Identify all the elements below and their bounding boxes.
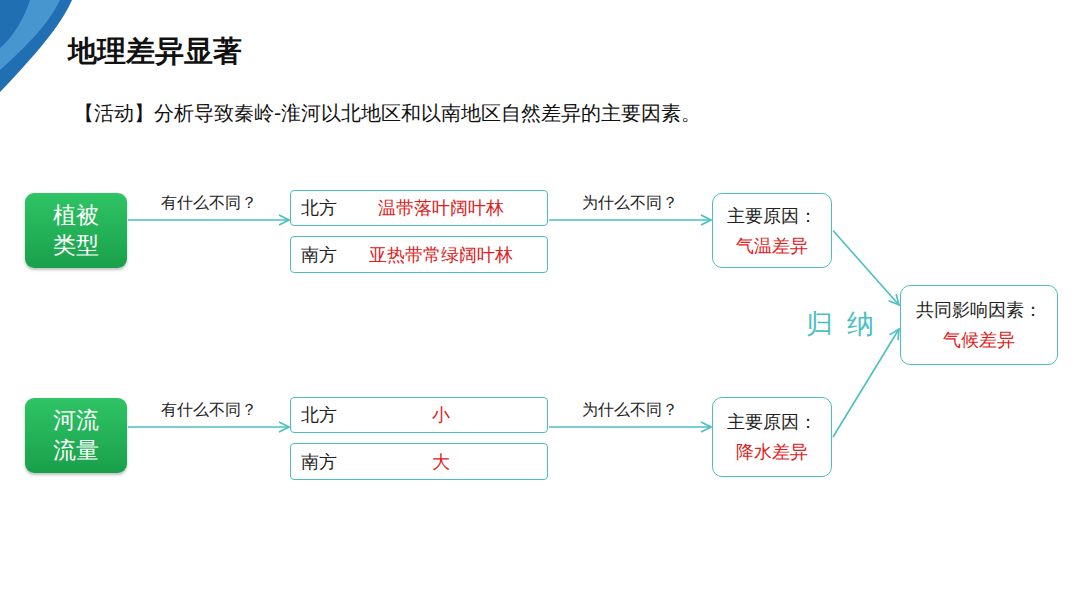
reason-heading: 共同影响因素：: [916, 298, 1042, 322]
edge-label: 为什么不同？: [580, 400, 680, 421]
category-box: 植被类型: [25, 193, 127, 268]
region-value: 大: [337, 450, 537, 474]
category-box: 河流流量: [25, 398, 127, 473]
connector-arrow: [549, 426, 711, 428]
category-name: 植被类型: [53, 201, 99, 261]
connector-arrow: [833, 329, 899, 437]
category-name: 河流流量: [53, 406, 99, 466]
connector-arrow: [833, 231, 899, 306]
region-value: 小: [337, 403, 537, 427]
region-name: 北方: [301, 403, 337, 427]
reason-value: 气候差异: [943, 328, 1015, 352]
reason-value: 气温差异: [736, 234, 808, 258]
region-value: 亚热带常绿阔叶林: [337, 243, 537, 267]
region-name: 南方: [301, 450, 337, 474]
reason-box: 主要原因： 降水差异: [712, 397, 832, 477]
edge-label: 为什么不同？: [580, 193, 680, 214]
reason-box: 主要原因： 气温差异: [712, 193, 832, 268]
activity-note: 【活动】分析导致秦岭-淮河以北地区和以南地区自然差异的主要因素。: [74, 100, 701, 127]
edge-label: 有什么不同？: [159, 400, 259, 421]
reason-box: 共同影响因素： 气候差异: [900, 285, 1058, 365]
region-name: 南方: [301, 243, 337, 267]
reason-heading: 主要原因：: [727, 410, 817, 434]
comparison-box: 南方亚热带常绿阔叶林: [290, 236, 548, 273]
edge-label: 有什么不同？: [159, 193, 259, 214]
connector-arrow: [128, 426, 289, 428]
reason-heading: 主要原因：: [727, 204, 817, 228]
connector-arrow: [549, 219, 711, 221]
corner-shape: [0, 0, 72, 92]
region-name: 北方: [301, 196, 337, 220]
comparison-box: 北方小: [290, 397, 548, 433]
summary-label: 归纳: [806, 306, 888, 342]
region-value: 温带落叶阔叶林: [337, 196, 537, 220]
corner-stripe: [0, 0, 60, 70]
reason-value: 降水差异: [736, 440, 808, 464]
comparison-box: 北方温带落叶阔叶林: [290, 190, 548, 226]
connector-arrow: [128, 219, 289, 221]
slide-title: 地理差异显著: [68, 32, 242, 72]
comparison-box: 南方大: [290, 443, 548, 480]
